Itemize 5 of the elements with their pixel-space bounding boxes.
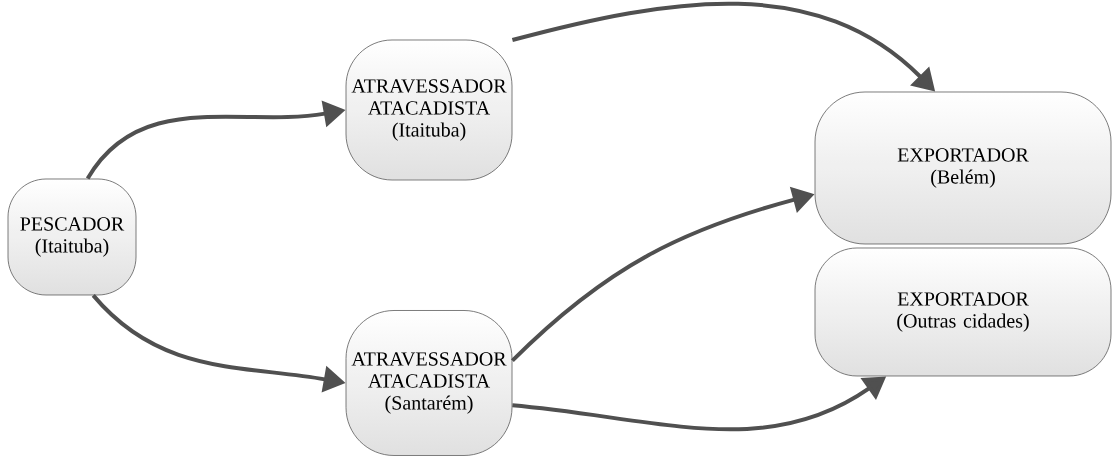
rounded-box: ATRAVESSADOR ATACADISTA (Itaituba) [345,39,513,181]
rounded-box: EXPORTADOR (Belém) [814,91,1112,245]
rounded-box: PESCADOR (Itaituba) [7,178,137,296]
rounded-box: ATRAVESSADOR ATACADISTA (Santarém) [345,310,513,456]
rounded-box: EXPORTADOR (Outras cidades) [814,247,1112,377]
